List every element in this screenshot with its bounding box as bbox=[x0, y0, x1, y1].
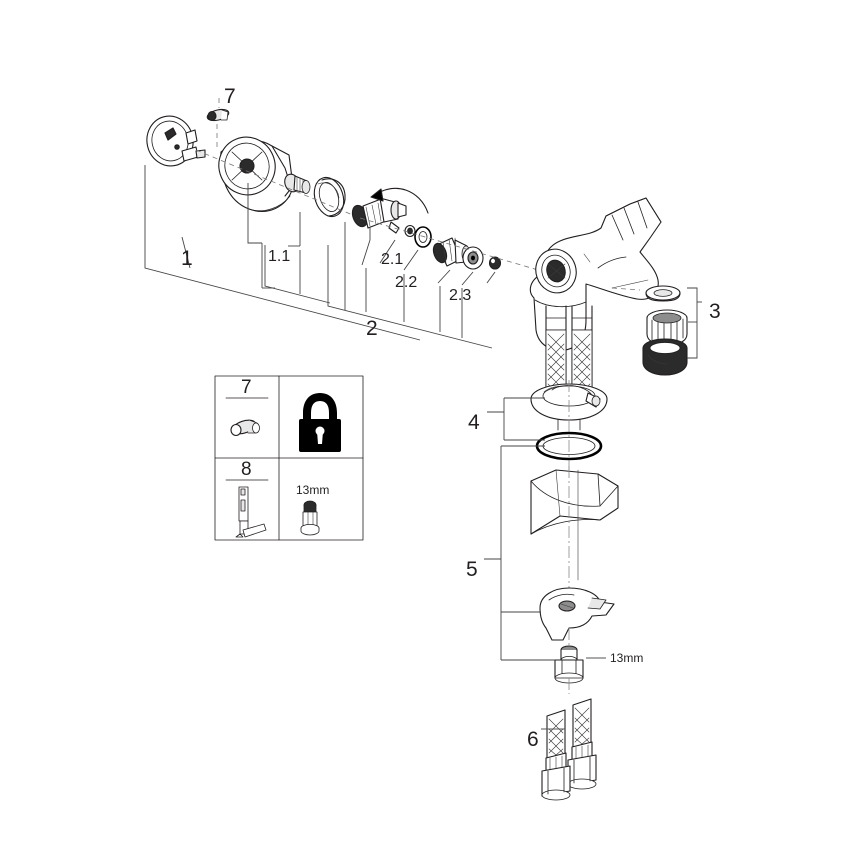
callout-label-2-3: 2.3 bbox=[449, 287, 472, 304]
callout-label-2-2: 2.2 bbox=[395, 274, 418, 291]
part-aerator-gasket bbox=[645, 285, 681, 302]
callout-label-1: 1 bbox=[181, 247, 193, 270]
callout-label-7: 7 bbox=[224, 85, 236, 108]
part-aerator-housing bbox=[642, 338, 688, 376]
callout-label-2: 2 bbox=[366, 317, 378, 340]
part-mounting-hex-nut bbox=[554, 645, 584, 684]
padlock-icon bbox=[299, 393, 341, 452]
part-mounting-bracket bbox=[539, 587, 615, 641]
part-handle-cap bbox=[146, 115, 206, 167]
part-washer bbox=[462, 246, 484, 270]
hex-nut-icon bbox=[300, 500, 320, 536]
part-chrome-collar-ring bbox=[313, 176, 346, 218]
callout-label-6: 6 bbox=[527, 728, 539, 751]
bracket-group-5 bbox=[484, 445, 555, 661]
bracket-group-1-inner bbox=[264, 245, 331, 304]
annotation-13mm-legend: 13mm bbox=[296, 483, 330, 497]
part-ceramic-cartridge bbox=[351, 197, 407, 234]
callout-label-5: 5 bbox=[466, 558, 478, 581]
part-cartridge-o-ring bbox=[404, 224, 432, 248]
part-handle-fixing-screw bbox=[284, 173, 311, 194]
part-grub-screw bbox=[206, 108, 230, 122]
legend-table-frame bbox=[214, 375, 364, 541]
bracket-group-4 bbox=[487, 397, 545, 441]
annotation-13mm-upper: 13mm bbox=[610, 651, 644, 665]
part-flexible-hoses bbox=[541, 698, 597, 801]
mounting-tool-icon bbox=[235, 486, 267, 538]
rotation-arrow-icon bbox=[370, 187, 429, 214]
part-small-ball-seal bbox=[488, 256, 502, 270]
part-aerator-mesh-insert bbox=[646, 309, 688, 346]
part-faucet-body bbox=[529, 197, 662, 351]
callout-label-4: 4 bbox=[468, 411, 480, 434]
callout-label-1-1: 1.1 bbox=[268, 248, 291, 265]
callout-label-2-1: 2.1 bbox=[381, 251, 404, 268]
bracket-group-2 bbox=[327, 228, 496, 349]
bracket-group-3 bbox=[687, 287, 702, 359]
callout-label-3: 3 bbox=[709, 300, 721, 323]
legend-row-number-7: 7 bbox=[241, 377, 252, 398]
bracket-group-1 bbox=[144, 165, 421, 341]
legend-row-number-8: 8 bbox=[241, 459, 252, 480]
aerator-axis bbox=[611, 287, 641, 291]
assembly-axis-1 bbox=[195, 149, 361, 219]
part-lever-handle bbox=[218, 136, 294, 212]
part-curved-mounting-plate bbox=[530, 469, 619, 535]
grub-screw-icon bbox=[230, 419, 260, 437]
